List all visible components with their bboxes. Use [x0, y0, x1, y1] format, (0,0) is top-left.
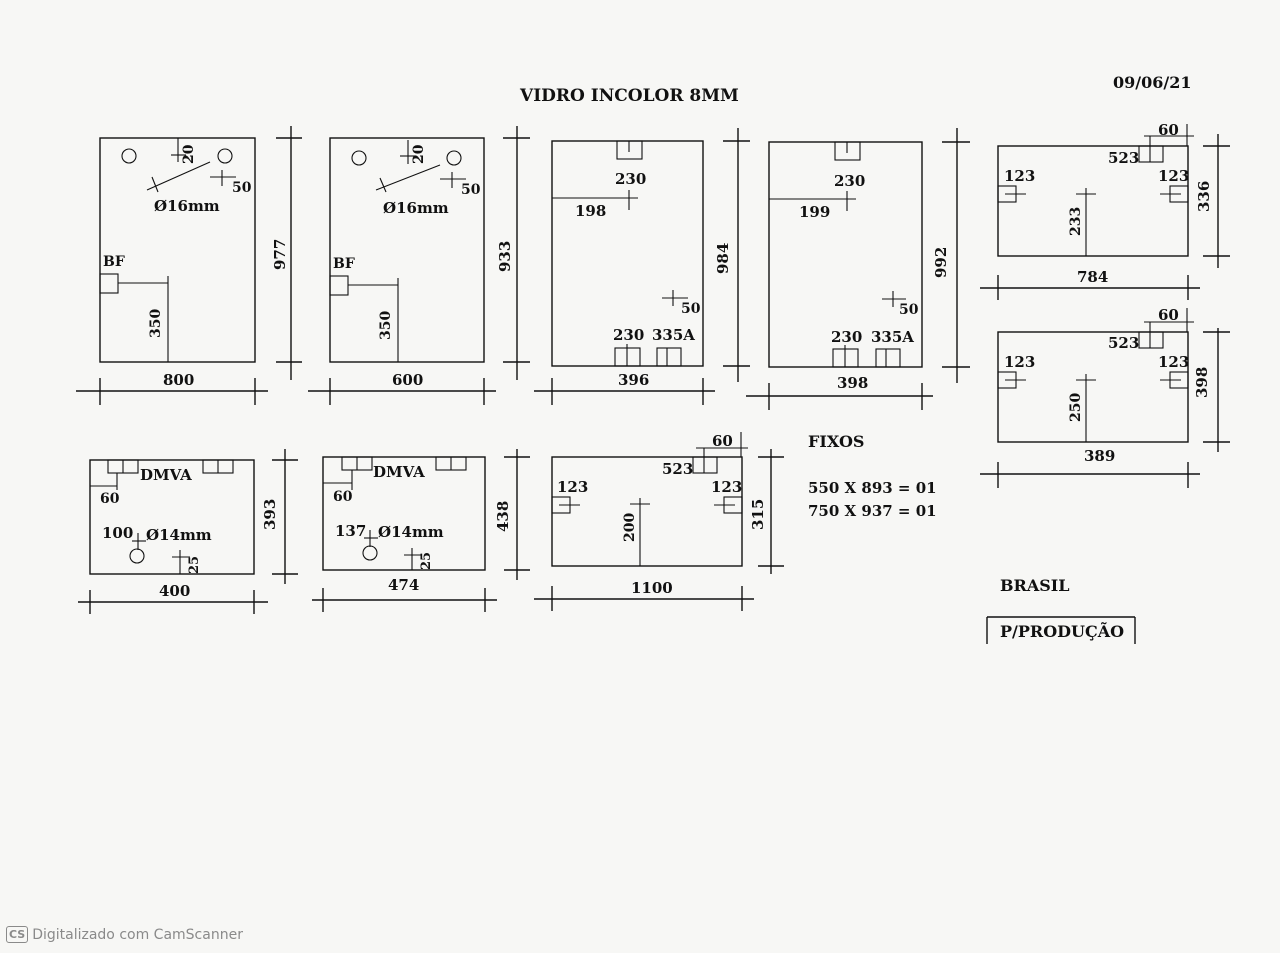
hole-diameter-label: Ø16mm — [383, 199, 449, 217]
dim-123-left: 123 — [1004, 167, 1035, 185]
hole-icon — [446, 150, 462, 166]
dmva-label: DMVA — [140, 466, 192, 484]
dim-123-right: 123 — [1158, 167, 1189, 185]
dim-60: 60 — [1158, 306, 1179, 324]
panel-2-outline — [329, 137, 485, 363]
panel-1: 20 50 Ø16mm BF 350 800 977 — [76, 126, 302, 405]
fixos-line-1: 550 X 893 = 01 — [808, 479, 937, 497]
dim-width: 600 — [392, 371, 423, 389]
hole-diameter-label: Ø14mm — [378, 523, 444, 541]
camscanner-logo: CS — [6, 926, 29, 943]
dim-height: 984 — [714, 243, 732, 274]
hole-icon — [121, 148, 137, 164]
dim-230-top: 230 — [615, 170, 646, 188]
panel-8-outline — [322, 456, 486, 571]
dim-137: 137 — [335, 522, 366, 540]
dim-height: 992 — [932, 247, 950, 278]
dim-height: 438 — [494, 501, 512, 532]
dim-123-right: 123 — [1158, 353, 1189, 371]
dim-width: 474 — [388, 576, 419, 594]
dim-523: 523 — [1108, 149, 1139, 167]
panel-4: 230 199 50 230 335A 398 992 — [746, 128, 970, 410]
dim-50: 50 — [899, 302, 919, 318]
dim-523: 523 — [1108, 334, 1139, 352]
dim-width: 1100 — [631, 579, 673, 597]
dim-20: 20 — [181, 144, 197, 164]
production-stamp: P/PRODUÇÃO — [1000, 620, 1124, 641]
dim-width: 400 — [159, 582, 190, 600]
fixos-line-2: 750 X 937 = 01 — [808, 502, 937, 520]
panel-5: 60 523 123 123 233 784 336 — [980, 121, 1230, 300]
fixos-title: FIXOS — [808, 432, 864, 451]
bf-label: BF — [333, 256, 355, 272]
hole-diameter-label: Ø14mm — [146, 526, 212, 544]
dim-50: 50 — [681, 301, 701, 317]
panel-1-outline — [99, 137, 256, 363]
dim-50: 50 — [232, 180, 252, 196]
panel-7-outline — [89, 459, 255, 575]
dim-230-bottom: 230 — [831, 328, 862, 346]
dim-height: 933 — [496, 241, 514, 272]
panel-2: 20 50 Ø16mm BF 350 600 933 — [308, 126, 530, 405]
scanner-watermark: CS Digitalizado com CamScanner — [6, 926, 243, 943]
dim-100: 100 — [102, 524, 133, 542]
panel-8: DMVA 60 137 Ø14mm 25 474 438 — [312, 449, 530, 612]
dim-width: 389 — [1084, 447, 1115, 465]
dim-width: 800 — [163, 371, 194, 389]
panel-9: 60 523 123 123 200 1100 315 — [534, 432, 784, 611]
dim-25: 25 — [187, 556, 202, 574]
bf-label: BF — [103, 254, 125, 270]
sheet-title: VIDRO INCOLOR 8MM — [519, 86, 739, 106]
dim-350: 350 — [378, 311, 394, 340]
dim-height: 393 — [261, 499, 279, 530]
dim-233: 233 — [1068, 207, 1084, 236]
dim-199: 199 — [799, 203, 830, 221]
brasil-label: BRASIL — [1000, 576, 1070, 595]
dim-height: 398 — [1193, 367, 1211, 398]
dim-335a: 335A — [871, 328, 914, 346]
dim-20: 20 — [411, 144, 427, 164]
dim-25: 25 — [419, 552, 434, 570]
panel-3: 230 198 50 230 335A 396 984 — [534, 128, 750, 405]
dim-250: 250 — [1068, 393, 1084, 422]
dim-width: 784 — [1077, 268, 1108, 286]
hole-icon — [362, 545, 378, 561]
dim-123-left: 123 — [557, 478, 588, 496]
dim-350: 350 — [148, 309, 164, 338]
sheet-date: 09/06/21 — [1113, 73, 1191, 92]
dim-50: 50 — [461, 182, 481, 198]
hole-icon — [129, 548, 145, 564]
dim-230-top: 230 — [834, 172, 865, 190]
dim-335a: 335A — [652, 326, 695, 344]
dim-width: 396 — [618, 371, 649, 389]
dim-60: 60 — [1158, 121, 1179, 139]
panel-7: DMVA 60 100 Ø14mm 25 400 393 — [78, 449, 298, 614]
dim-523: 523 — [662, 460, 693, 478]
hole-icon — [351, 150, 367, 166]
hole-diameter-label: Ø16mm — [154, 197, 220, 215]
dim-123-right: 123 — [711, 478, 742, 496]
watermark-text: Digitalizado com CamScanner — [32, 926, 243, 943]
dim-width: 398 — [837, 374, 868, 392]
dim-60: 60 — [333, 489, 353, 505]
panel-6: 60 523 123 123 250 389 398 — [980, 306, 1230, 488]
dim-123-left: 123 — [1004, 353, 1035, 371]
dim-height: 977 — [271, 239, 289, 270]
hole-icon — [217, 148, 233, 164]
dim-200: 200 — [622, 513, 638, 542]
dmva-label: DMVA — [373, 463, 425, 481]
dim-230-bottom: 230 — [613, 326, 644, 344]
dim-height: 336 — [1195, 181, 1213, 212]
dim-height: 315 — [749, 499, 767, 530]
dim-60: 60 — [100, 491, 120, 507]
dim-60: 60 — [712, 432, 733, 450]
dim-198: 198 — [575, 202, 606, 220]
